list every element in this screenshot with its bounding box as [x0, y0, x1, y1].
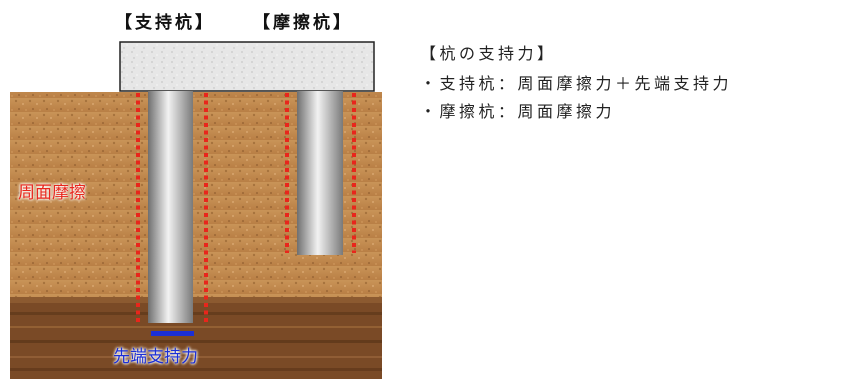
end-bearing-pile-heading: 【支持杭】 — [115, 13, 215, 33]
end-bearing-label: 先端支持力 — [113, 347, 198, 367]
info-line-end-bearing: ・支持杭：周面摩擦力＋先端支持力 — [420, 74, 733, 93]
info-line-friction: ・摩擦杭：周面摩擦力 — [420, 102, 616, 121]
pile-cap — [119, 41, 375, 92]
skin-friction-lines — [136, 93, 356, 322]
info-title: 【杭の支持力】 — [420, 44, 557, 63]
bearing-layer — [10, 297, 382, 379]
end-bearing-pile — [148, 91, 193, 323]
skin-friction-label: 周面摩擦 — [18, 183, 86, 203]
end-bearing-bar — [151, 331, 194, 336]
friction-pile-heading: 【摩擦杭】 — [253, 13, 353, 33]
friction-pile — [297, 91, 343, 255]
